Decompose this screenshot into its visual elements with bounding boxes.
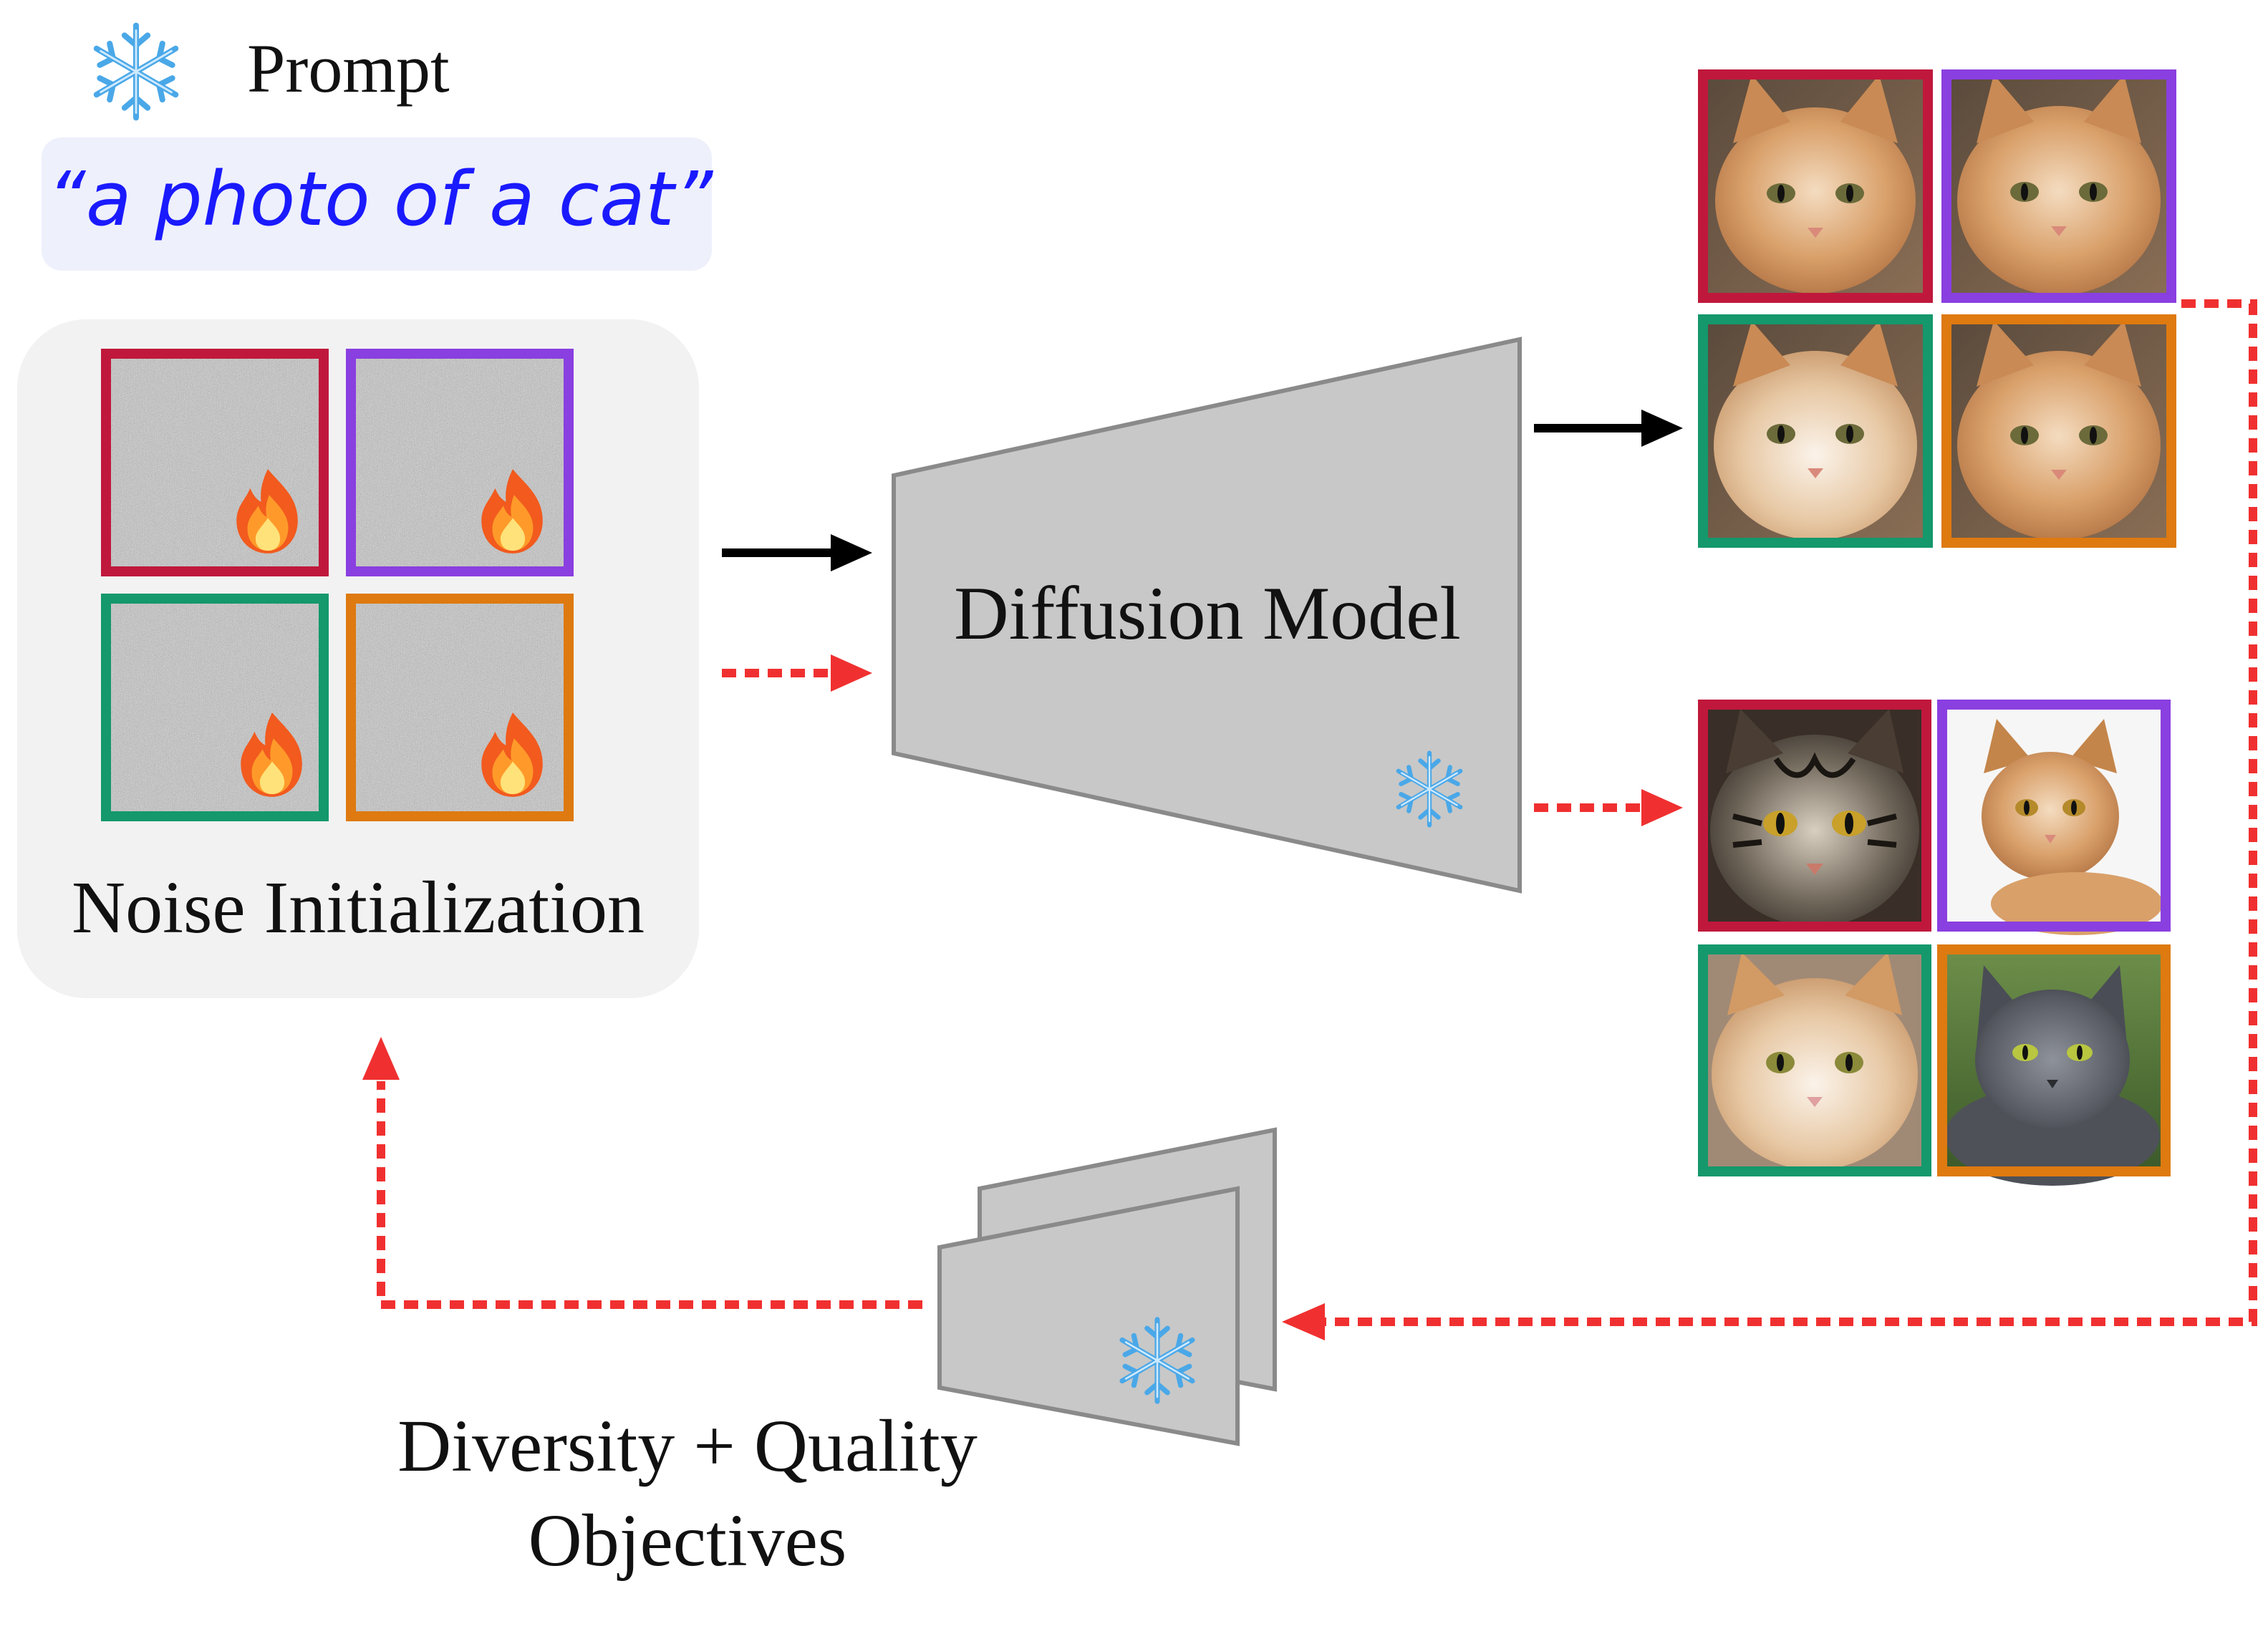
optimized-output-grid xyxy=(1698,700,2171,1186)
prompt-section: Prompt “a photo of a cat” xyxy=(42,26,713,271)
snowflake-icon xyxy=(97,26,175,118)
objectives-to-noise-arrow xyxy=(377,1081,922,1309)
cat-image-green-2 xyxy=(1698,944,1931,1176)
noise-tile-purple xyxy=(346,349,574,576)
objective-model-front xyxy=(937,1186,1240,1446)
cat-image-green-1 xyxy=(1698,314,1933,548)
prompt-box xyxy=(42,137,712,271)
prompt-text: “a photo of a cat” xyxy=(47,155,713,243)
noise-tile-red xyxy=(101,349,329,576)
baseline-output-grid xyxy=(1698,69,2176,548)
arrow-noise-to-model-black xyxy=(722,534,872,571)
feedback-arrowhead-to-noise xyxy=(362,1037,400,1080)
objectives-label-line2: Objectives xyxy=(529,1499,847,1582)
objectives-models xyxy=(937,1127,1277,1446)
feedback-loop-arrow xyxy=(1323,299,2257,1326)
cat-image-red-1 xyxy=(1698,69,1933,303)
noise-tile-orange xyxy=(346,594,574,821)
diffusion-model: Diffusion Model xyxy=(892,337,1522,894)
noise-initialization-label: Noise Initialization xyxy=(72,866,645,949)
feedback-arrowhead-to-objectives xyxy=(1282,1303,1325,1340)
cat-image-orange-1 xyxy=(1941,314,2176,548)
cat-image-red-2 xyxy=(1698,700,1931,932)
diffusion-model-trapezoid xyxy=(892,337,1522,894)
noise-initialization-panel: Noise Initialization xyxy=(17,319,699,998)
arrow-model-to-baseline-black xyxy=(1534,410,1683,447)
noise-tile-green xyxy=(101,594,329,821)
arrow-model-to-optimized-red-dotted xyxy=(1534,789,1683,826)
cat-image-purple-1 xyxy=(1941,69,2176,303)
arrow-noise-to-model-red-dotted xyxy=(722,654,872,692)
cat-image-orange-2 xyxy=(1937,944,2171,1186)
cat-image-purple-2 xyxy=(1937,700,2171,935)
prompt-label: Prompt xyxy=(247,30,450,107)
objectives-label-line1: Diversity + Quality xyxy=(397,1405,978,1487)
diffusion-model-label: Diffusion Model xyxy=(954,571,1461,655)
